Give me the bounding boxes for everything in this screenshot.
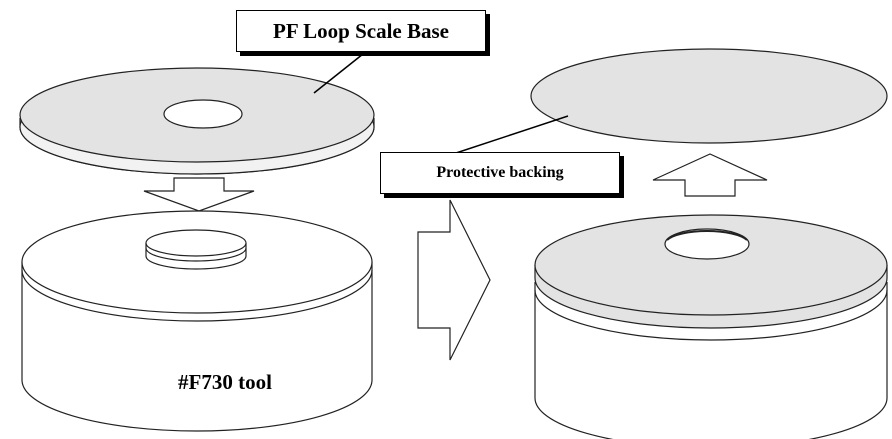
pf-loop-scale-base-disc [20, 68, 374, 174]
up-arrow-icon [653, 154, 767, 196]
protective-backing-disc [531, 49, 887, 143]
protective-backing-label: Protective backing [380, 152, 620, 194]
backing-leader-line [456, 116, 568, 153]
pf-loop-scale-base-label: PF Loop Scale Base [236, 10, 486, 52]
f730-tool [22, 211, 372, 431]
tool-with-scale-base [535, 215, 887, 439]
down-arrow-icon [144, 178, 254, 211]
tool-label: #F730 tool [140, 370, 310, 395]
right-arrow-icon [418, 200, 490, 360]
